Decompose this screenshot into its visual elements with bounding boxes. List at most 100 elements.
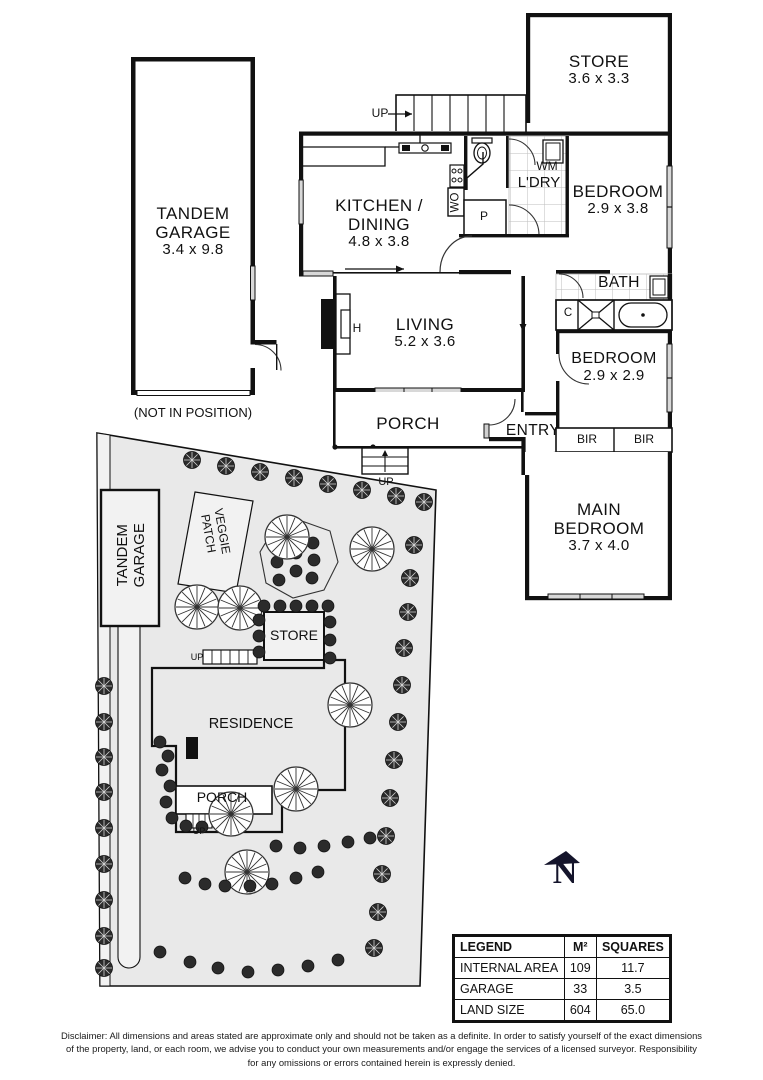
room-label-bath: BATH <box>598 274 640 291</box>
site-label-residence: RESIDENCE <box>208 716 294 732</box>
legend-m2-0: 109 <box>563 957 597 979</box>
main-bedroom-window <box>547 593 645 600</box>
flow-arrow-living <box>519 300 527 332</box>
disclaimer: Disclaimer: All dimensions and areas sta… <box>28 1029 735 1069</box>
bedroom2-window <box>666 165 673 249</box>
legend-m2-1: 33 <box>563 978 597 1000</box>
room-living <box>321 276 527 394</box>
legend-header-0: LEGEND <box>454 936 565 958</box>
up-arrow-stairs <box>388 110 412 118</box>
label-up-stairs: UP <box>371 106 389 120</box>
garage-door-swing <box>250 340 282 371</box>
room-tandem-garage <box>131 57 282 396</box>
heater-fireplace <box>321 293 351 355</box>
driveway <box>117 599 141 969</box>
legend-header-row: LEGEND M² SQUARES <box>454 936 671 958</box>
stairs-up-upper <box>388 94 527 134</box>
stove-icon <box>449 164 465 188</box>
label-heater: H <box>352 321 362 335</box>
north-indicator: N <box>536 838 594 910</box>
site-garage-line1: TANDEM <box>113 524 131 587</box>
bedroom3-window <box>666 343 673 413</box>
room-bedroom-2 <box>569 136 673 274</box>
flow-arrow-kitchen <box>345 265 404 273</box>
legend-row-land-size: LAND SIZE 604 65.0 <box>454 999 671 1021</box>
room-label-kitchen-dining: KITCHEN / DINING 4.8 x 3.8 <box>318 196 440 251</box>
site-entry-mark <box>186 737 198 759</box>
store-dim: 3.6 x 3.3 <box>568 70 630 88</box>
main-bedroom-line2: BEDROOM <box>553 519 645 539</box>
living-name: LIVING <box>395 315 455 334</box>
room-label-bedroom-2: BEDROOM 2.9 x 3.8 <box>560 182 676 218</box>
bedroom3-door-swing <box>556 353 590 428</box>
tandem-garage-line1: TANDEM <box>156 204 230 223</box>
room-bath <box>555 273 673 331</box>
kitchen-window-bottom <box>302 270 334 277</box>
laundry-door-bottom <box>508 204 540 236</box>
room-label-tandem-garage: TANDEM GARAGE 3.4 x 9.8 <box>133 204 253 259</box>
label-up-porch: UP <box>378 476 394 488</box>
garage-window <box>250 265 256 301</box>
room-label-main-bedroom: MAIN BEDROOM 3.7 x 4.0 <box>529 500 669 555</box>
site-stairs-store <box>202 649 258 665</box>
room-label-living: LIVING 5.2 x 3.6 <box>370 315 480 351</box>
vanity-icon <box>649 275 669 299</box>
legend-header-2: SQUARES <box>595 936 671 958</box>
porch-steps <box>361 447 409 475</box>
legend-m2-2: 604 <box>563 999 597 1021</box>
site-garage-line2: GARAGE <box>131 523 148 588</box>
disclaimer-line-1: Disclaimer: All dimensions and areas sta… <box>61 1030 702 1041</box>
label-wm: WM <box>536 159 558 173</box>
tandem-garage-dim: 3.4 x 9.8 <box>162 241 224 259</box>
room-kitchen-dining <box>298 131 526 277</box>
site-label-tandem-garage: TANDEM GARAGE <box>114 509 149 601</box>
label-wo: WO <box>449 192 462 213</box>
label-pantry: P <box>479 209 488 223</box>
site-label-up-porch: UP <box>192 826 206 836</box>
room-label-store-upper: STORE 3.6 x 3.3 <box>542 52 656 88</box>
bedroom3-name: BEDROOM <box>571 350 657 367</box>
main-bedroom-dim: 3.7 x 4.0 <box>568 537 630 555</box>
legend-label-2: LAND SIZE <box>454 999 565 1021</box>
site-store <box>263 611 325 661</box>
room-label-porch-upper: PORCH <box>376 414 440 433</box>
tandem-garage-line2: GARAGE <box>155 223 231 243</box>
room-wc <box>464 136 512 190</box>
bedroom2-dim: 2.9 x 3.8 <box>587 200 649 218</box>
north-arrow-icon <box>544 851 580 865</box>
store-name: STORE <box>568 52 630 71</box>
legend-header-1: M² <box>563 936 597 958</box>
washing-machine-icon <box>542 139 564 164</box>
kitchen-line1: KITCHEN / <box>335 196 423 215</box>
room-label-laundry: L'DRY <box>517 174 561 191</box>
living-dim: 5.2 x 3.6 <box>394 333 456 351</box>
site-plan <box>95 432 437 987</box>
site-tandem-garage <box>99 488 161 628</box>
cooktop-icon <box>398 142 452 154</box>
bedroom2-name: BEDROOM <box>572 182 664 201</box>
main-bedroom-line1: MAIN <box>576 500 622 519</box>
legend-squares-0: 11.7 <box>595 957 671 979</box>
legend-row-internal-area: INTERNAL AREA 109 11.7 <box>454 957 671 979</box>
upper-floor-plan <box>131 13 673 601</box>
room-label-entry: ENTRY <box>505 422 561 439</box>
up-arrow-porch <box>382 450 388 472</box>
site-label-porch: PORCH <box>196 789 248 805</box>
legend-label-0: INTERNAL AREA <box>454 957 565 979</box>
bedroom3-dim: 2.9 x 2.9 <box>583 366 645 384</box>
label-cupboard: C <box>563 307 573 319</box>
legend-row-garage: GARAGE 33 3.5 <box>454 978 671 1000</box>
entry-door <box>483 398 525 442</box>
laundry-door-top <box>508 138 536 166</box>
kitchen-window-left <box>298 179 304 225</box>
kitchen-line2: DINING <box>348 215 410 235</box>
shower-icon <box>577 299 615 331</box>
site-label-up-store: UP <box>190 652 204 662</box>
legend-table: LEGEND M² SQUARES INTERNAL AREA 109 11.7… <box>452 934 672 1023</box>
label-bir-2: BIR <box>633 432 654 446</box>
disclaimer-line-3: for any omissions or errors contained he… <box>247 1056 516 1068</box>
bathtub-icon <box>618 302 668 328</box>
kitchen-dim: 4.8 x 3.8 <box>348 233 410 251</box>
